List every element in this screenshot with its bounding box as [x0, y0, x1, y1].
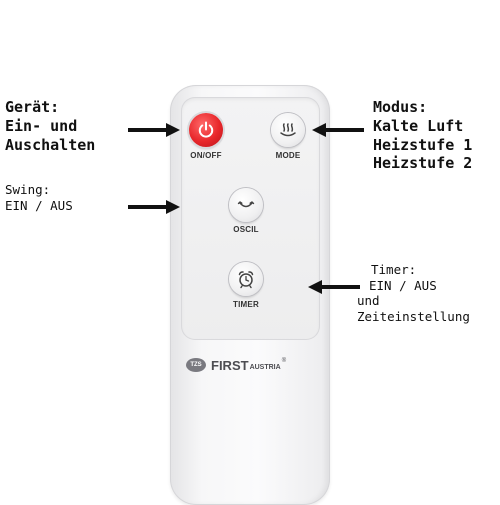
- tzs-badge: TZS: [186, 358, 206, 372]
- heat-waves-icon: [280, 123, 296, 137]
- caption-modus-line: Heizstufe 1: [373, 135, 473, 154]
- oscil-button-label: OSCIL: [233, 225, 259, 234]
- arrow-device: [128, 123, 180, 137]
- arrow-swing: [128, 200, 180, 214]
- caption-modus-line: Modus:: [373, 98, 428, 116]
- caption-swing-line: EIN / AUS: [5, 197, 73, 213]
- timer-button[interactable]: [229, 262, 263, 296]
- mode-button[interactable]: [271, 113, 305, 147]
- caption-device-line: Auschalten: [5, 135, 96, 154]
- power-button[interactable]: [189, 113, 223, 147]
- alarm-clock-icon: [238, 271, 254, 289]
- caption-device-line: Gerät:: [5, 98, 60, 116]
- caption-swing: Swing: EIN / AUS: [5, 182, 73, 213]
- oscillation-icon: [237, 201, 255, 208]
- brand-logo: TZS FIRST AUSTRIA ®: [186, 355, 326, 375]
- caption-timer-line: EIN / AUS: [369, 277, 437, 293]
- timer-button-label: TIMER: [233, 300, 259, 309]
- power-button-label: ON/OFF: [190, 151, 222, 160]
- caption-modus: Modus: Kalte Luft Heizstufe 1 Heizstufe …: [373, 98, 472, 173]
- caption-timer: Timer: EIN / AUS und Zeiteinstellung: [357, 262, 470, 325]
- arrow-modus: [312, 123, 364, 137]
- caption-timer-line: Timer:: [371, 262, 417, 277]
- caption-modus-line: Kalte Luft: [373, 116, 464, 135]
- arrow-timer: [308, 280, 360, 294]
- caption-timer-line: Zeiteinstellung: [357, 308, 470, 324]
- caption-device-line: Ein- und: [5, 116, 78, 135]
- caption-device: Gerät: Ein- und Auschalten: [5, 98, 95, 154]
- caption-swing-line: Swing:: [5, 182, 51, 197]
- power-icon: [198, 121, 214, 138]
- registered-mark: ®: [281, 358, 287, 364]
- brand-name: FIRST: [211, 357, 249, 373]
- mode-button-label: MODE: [275, 151, 301, 160]
- oscil-button[interactable]: [229, 188, 263, 222]
- caption-modus-line: Heizstufe 2: [373, 154, 473, 173]
- brand-sub: AUSTRIA: [249, 363, 281, 371]
- caption-timer-line: und: [357, 293, 380, 309]
